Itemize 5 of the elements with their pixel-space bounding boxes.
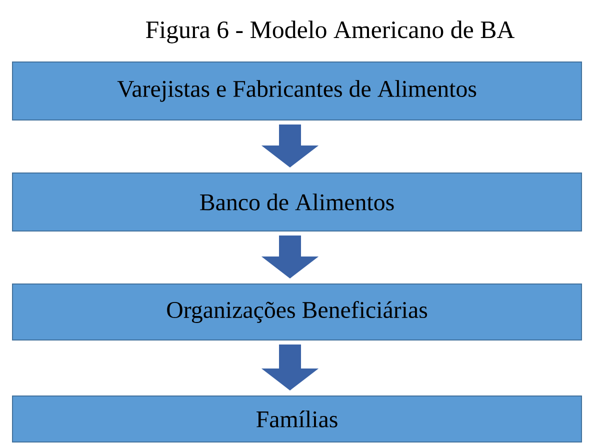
process-box: Organizações Beneficiárias (12, 283, 582, 340)
title: Figura 6 - Modelo Americano de BA (146, 20, 515, 44)
process-box: Banco de Alimentos (12, 172, 582, 232)
process-box: Famílias (12, 395, 582, 442)
process-box: Varejistas e Fabricantes de Alimentos (12, 61, 582, 120)
